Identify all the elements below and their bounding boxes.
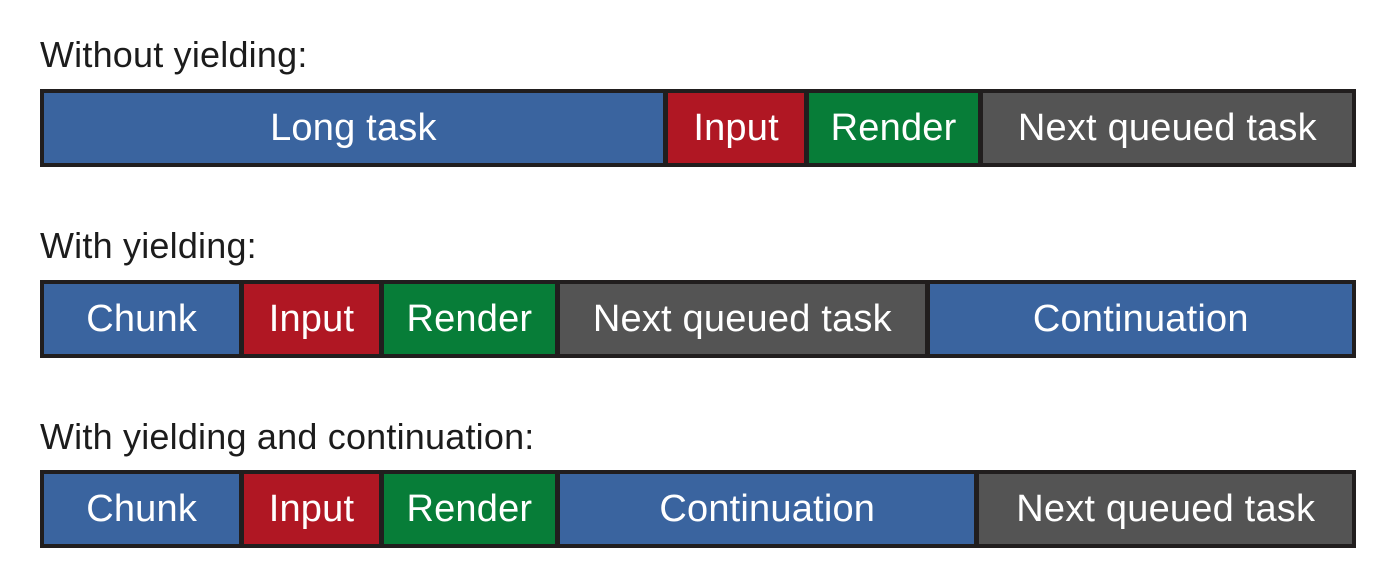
section-heading: With yielding: xyxy=(40,224,257,266)
block-chunk: Chunk xyxy=(44,283,240,354)
section-with-yielding: With yielding: Chunk Input Render Next q… xyxy=(40,225,1356,358)
block-label: Long task xyxy=(270,106,437,149)
block-render: Render xyxy=(809,92,978,163)
block-label: Input xyxy=(268,488,355,531)
block-label: Render xyxy=(406,488,533,531)
section-heading: With yielding and continuation: xyxy=(40,415,535,457)
block-label: Next queued task xyxy=(592,297,892,340)
block-input: Input xyxy=(667,92,805,163)
block-chunk: Chunk xyxy=(44,474,240,545)
timeline-bar-with-yielding-and-continuation: Chunk Input Render Continuation Next que… xyxy=(40,470,1356,549)
block-label: Continuation xyxy=(1032,297,1249,340)
block-input: Input xyxy=(244,474,379,545)
block-label: Render xyxy=(830,106,957,149)
block-label: Continuation xyxy=(659,488,876,531)
timeline-bar-with-yielding: Chunk Input Render Next queued task Cont… xyxy=(40,279,1356,358)
block-label: Next queued task xyxy=(1017,106,1317,149)
block-long-task: Long task xyxy=(44,92,663,163)
block-label: Input xyxy=(268,297,355,340)
block-next-queued-task: Next queued task xyxy=(979,474,1352,545)
block-label: Input xyxy=(693,106,779,149)
section-without-yielding: Without yielding: Long task Input Render… xyxy=(40,34,1356,167)
section-heading: Without yielding: xyxy=(40,34,308,75)
block-input: Input xyxy=(244,283,379,354)
block-continuation: Continuation xyxy=(929,283,1352,354)
section-with-yielding-and-continuation: With yielding and continuation: Chunk In… xyxy=(40,416,1356,549)
task-scheduling-diagram: Without yielding: Long task Input Render… xyxy=(40,34,1356,549)
block-next-queued-task: Next queued task xyxy=(560,283,925,354)
block-render: Render xyxy=(383,474,556,545)
block-label: Chunk xyxy=(86,488,198,531)
block-label: Render xyxy=(406,297,533,340)
block-render: Render xyxy=(383,283,556,354)
block-next-queued-task: Next queued task xyxy=(982,92,1352,163)
block-label: Next queued task xyxy=(1016,488,1316,531)
timeline-bar-without-yielding: Long task Input Render Next queued task xyxy=(40,88,1356,167)
block-label: Chunk xyxy=(86,297,198,340)
block-continuation: Continuation xyxy=(560,474,975,545)
